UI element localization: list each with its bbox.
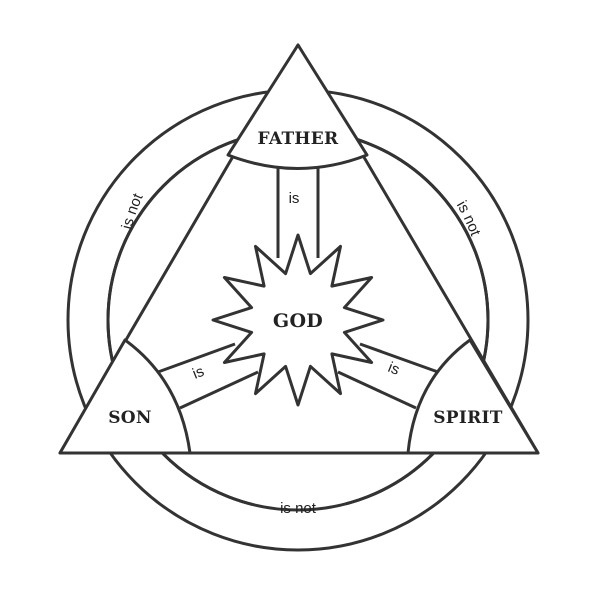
spirit-label: SPIRIT bbox=[433, 408, 503, 428]
spirit-cap bbox=[406, 338, 540, 455]
son-spirit-is-not-label: is not bbox=[280, 500, 317, 517]
bar-spirit-god bbox=[337, 342, 439, 410]
god-star bbox=[211, 233, 385, 407]
god-label: GOD bbox=[273, 310, 323, 332]
bar-father-god bbox=[276, 168, 320, 258]
father-cap bbox=[226, 43, 369, 170]
father-is-label: is bbox=[289, 190, 300, 207]
father-label: FATHER bbox=[258, 129, 340, 149]
son-cap bbox=[58, 338, 192, 455]
bar-son-god bbox=[157, 342, 259, 410]
son-label: SON bbox=[108, 408, 152, 428]
bottom-label-backing bbox=[252, 496, 346, 518]
